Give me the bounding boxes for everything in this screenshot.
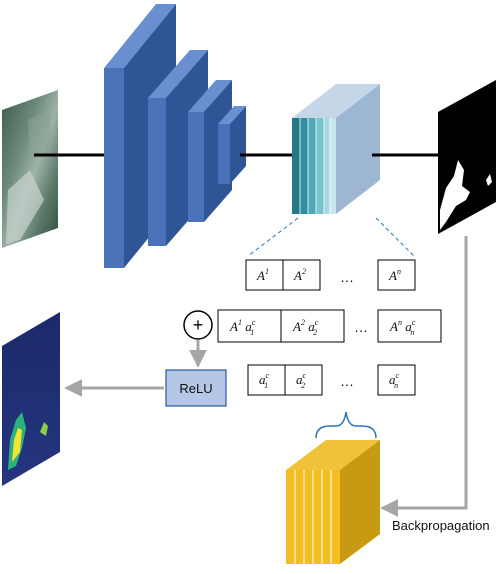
heatmap-output xyxy=(2,312,60,486)
dashed-left xyxy=(247,217,299,257)
feature-label-1: A1 xyxy=(256,267,269,283)
weight-cell-2 xyxy=(284,364,323,396)
feature-cell-n xyxy=(377,259,416,291)
input-image xyxy=(2,90,58,248)
gradient-stack xyxy=(286,440,380,564)
feature-cell-2 xyxy=(282,259,321,291)
dashed-right xyxy=(375,217,415,257)
feature-maps-row: A1 A2 … An xyxy=(245,259,416,291)
backprop-path xyxy=(380,236,468,517)
backprop-label: Backpropagation xyxy=(392,518,490,533)
feature-label-n: An xyxy=(388,267,401,283)
sum-symbol: + xyxy=(193,315,204,335)
weight-cell-n xyxy=(377,364,416,396)
output-mask xyxy=(438,80,496,234)
feature-maps-stack xyxy=(292,84,380,214)
weight-cell-1 xyxy=(247,364,286,396)
sum-node: + xyxy=(183,310,213,340)
feature-cell-1 xyxy=(245,259,284,291)
relu-box: ReLU xyxy=(165,369,227,407)
feature-label-2: A2 xyxy=(293,267,306,283)
relu-label: ReLU xyxy=(179,381,212,396)
encoder-block-3 xyxy=(188,80,232,222)
weighted-cell-n xyxy=(377,309,442,343)
feature-ellipsis: … xyxy=(340,269,354,285)
weight-ellipsis: … xyxy=(340,373,354,389)
encoder-block-4 xyxy=(218,106,246,184)
weighted-cell-2 xyxy=(280,309,345,343)
weighted-ellipsis: … xyxy=(354,319,368,335)
brace xyxy=(315,411,377,439)
